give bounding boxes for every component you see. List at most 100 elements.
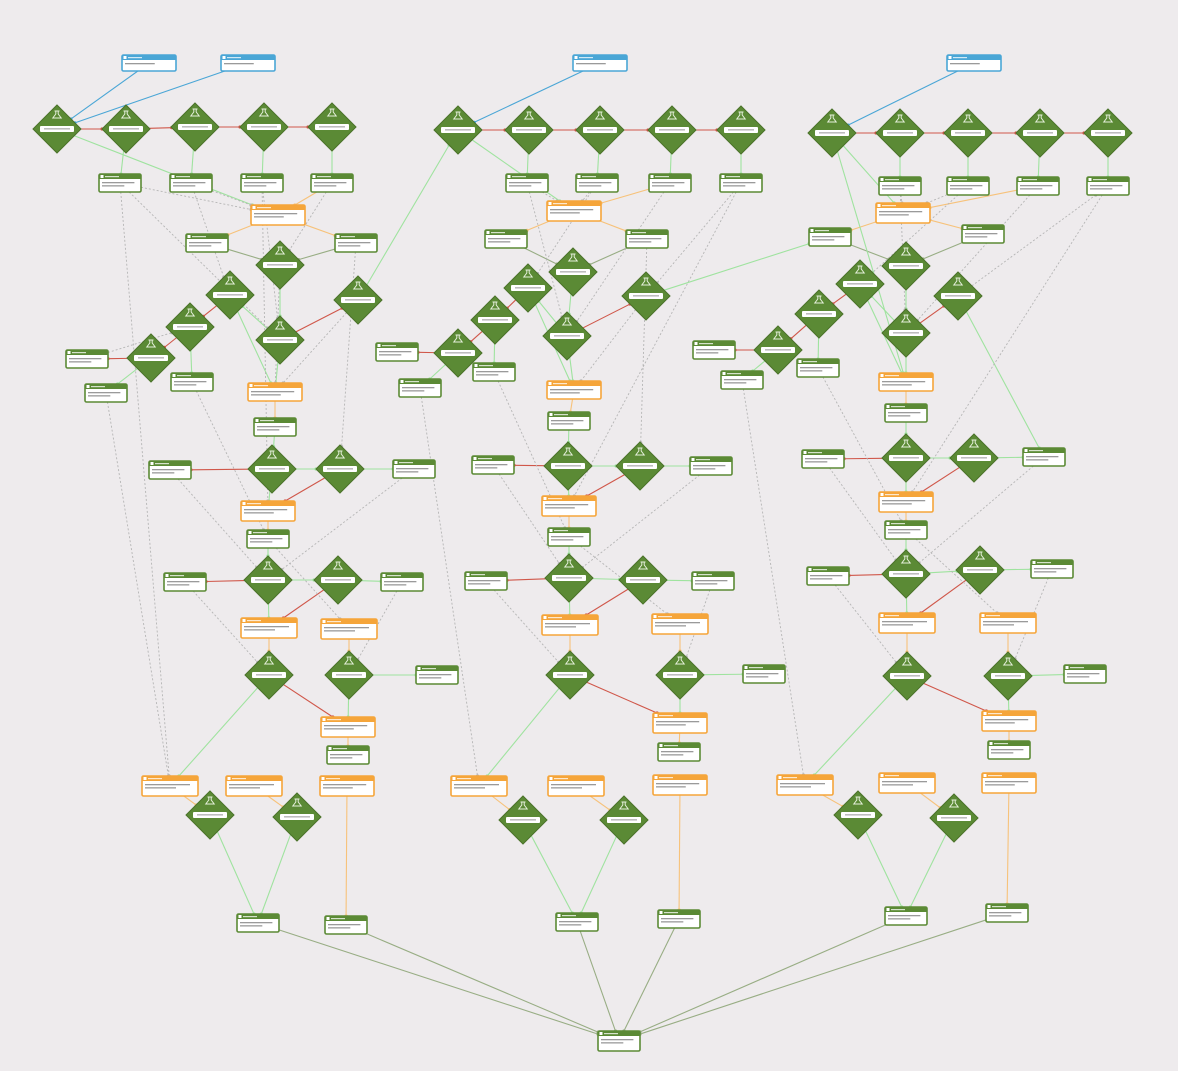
action-node[interactable] <box>547 527 591 547</box>
condition-node[interactable] <box>878 772 936 794</box>
action-node[interactable] <box>398 378 442 398</box>
decision-node[interactable] <box>1015 108 1065 158</box>
action-node[interactable] <box>884 906 928 926</box>
decision-node[interactable] <box>929 793 979 843</box>
condition-node[interactable] <box>250 204 306 226</box>
action-node[interactable] <box>575 173 619 193</box>
decision-node[interactable] <box>255 315 305 365</box>
condition-node[interactable] <box>450 775 508 797</box>
decision-node[interactable] <box>875 108 925 158</box>
condition-node[interactable] <box>141 775 199 797</box>
condition-node[interactable] <box>541 614 599 636</box>
condition-node[interactable] <box>240 500 296 522</box>
action-node[interactable] <box>169 173 213 193</box>
condition-node[interactable] <box>878 491 934 513</box>
decision-node[interactable] <box>315 444 365 494</box>
decision-node[interactable] <box>716 105 766 155</box>
decision-node[interactable] <box>247 444 297 494</box>
decision-node[interactable] <box>647 105 697 155</box>
decision-node[interactable] <box>882 651 932 701</box>
decision-node[interactable] <box>807 108 857 158</box>
action-node[interactable] <box>742 664 786 684</box>
decision-node[interactable] <box>835 259 885 309</box>
condition-node[interactable] <box>979 612 1037 634</box>
decision-node[interactable] <box>504 105 554 155</box>
decision-node[interactable] <box>272 792 322 842</box>
decision-node[interactable] <box>753 325 803 375</box>
decision-node[interactable] <box>498 795 548 845</box>
action-node[interactable] <box>720 370 764 390</box>
decision-node[interactable] <box>575 105 625 155</box>
action-node[interactable] <box>884 403 928 423</box>
action-node[interactable] <box>597 1030 641 1052</box>
trigger-node[interactable] <box>572 54 628 72</box>
decision-node[interactable] <box>307 102 357 152</box>
decision-node[interactable] <box>621 271 671 321</box>
decision-node[interactable] <box>543 441 593 491</box>
trigger-node[interactable] <box>946 54 1002 72</box>
action-node[interactable] <box>472 362 516 382</box>
action-node[interactable] <box>657 742 701 762</box>
action-node[interactable] <box>689 456 733 476</box>
decision-node[interactable] <box>955 545 1005 595</box>
action-node[interactable] <box>1030 559 1074 579</box>
action-node[interactable] <box>884 520 928 540</box>
condition-node[interactable] <box>319 775 375 797</box>
decision-node[interactable] <box>1083 108 1133 158</box>
decision-node[interactable] <box>32 104 82 154</box>
decision-node[interactable] <box>243 555 293 605</box>
action-node[interactable] <box>240 173 284 193</box>
action-node[interactable] <box>801 449 845 469</box>
decision-node[interactable] <box>949 433 999 483</box>
decision-node[interactable] <box>239 102 289 152</box>
action-node[interactable] <box>987 740 1031 760</box>
condition-node[interactable] <box>541 495 597 517</box>
action-node[interactable] <box>484 229 528 249</box>
decision-node[interactable] <box>881 549 931 599</box>
decision-node[interactable] <box>618 555 668 605</box>
decision-node[interactable] <box>933 271 983 321</box>
condition-node[interactable] <box>546 200 602 222</box>
action-node[interactable] <box>946 176 990 196</box>
decision-node[interactable] <box>165 302 215 352</box>
condition-node[interactable] <box>776 774 834 796</box>
action-node[interactable] <box>98 173 142 193</box>
decision-node[interactable] <box>313 555 363 605</box>
action-node[interactable] <box>878 176 922 196</box>
decision-node[interactable] <box>542 311 592 361</box>
action-node[interactable] <box>253 417 297 437</box>
decision-node[interactable] <box>548 247 598 297</box>
action-node[interactable] <box>334 233 378 253</box>
decision-node[interactable] <box>185 790 235 840</box>
action-node[interactable] <box>692 340 736 360</box>
action-node[interactable] <box>148 460 192 480</box>
action-node[interactable] <box>163 572 207 592</box>
action-node[interactable] <box>464 571 508 591</box>
condition-node[interactable] <box>320 618 378 640</box>
action-node[interactable] <box>380 572 424 592</box>
action-node[interactable] <box>392 459 436 479</box>
action-node[interactable] <box>84 383 128 403</box>
action-node[interactable] <box>547 411 591 431</box>
action-node[interactable] <box>719 173 763 193</box>
decision-node[interactable] <box>244 650 294 700</box>
condition-node[interactable] <box>547 775 605 797</box>
decision-node[interactable] <box>205 270 255 320</box>
action-node[interactable] <box>555 912 599 932</box>
condition-node[interactable] <box>225 775 283 797</box>
condition-node[interactable] <box>652 712 708 734</box>
action-node[interactable] <box>806 566 850 586</box>
condition-node[interactable] <box>878 612 936 634</box>
decision-node[interactable] <box>794 289 844 339</box>
condition-node[interactable] <box>240 617 298 639</box>
action-node[interactable] <box>310 173 354 193</box>
condition-node[interactable] <box>981 710 1037 732</box>
action-node[interactable] <box>415 665 459 685</box>
action-node[interactable] <box>961 224 1005 244</box>
decision-node[interactable] <box>545 650 595 700</box>
condition-node[interactable] <box>320 716 376 738</box>
action-node[interactable] <box>1016 176 1060 196</box>
decision-node[interactable] <box>255 240 305 290</box>
action-node[interactable] <box>808 227 852 247</box>
condition-node[interactable] <box>651 613 709 635</box>
